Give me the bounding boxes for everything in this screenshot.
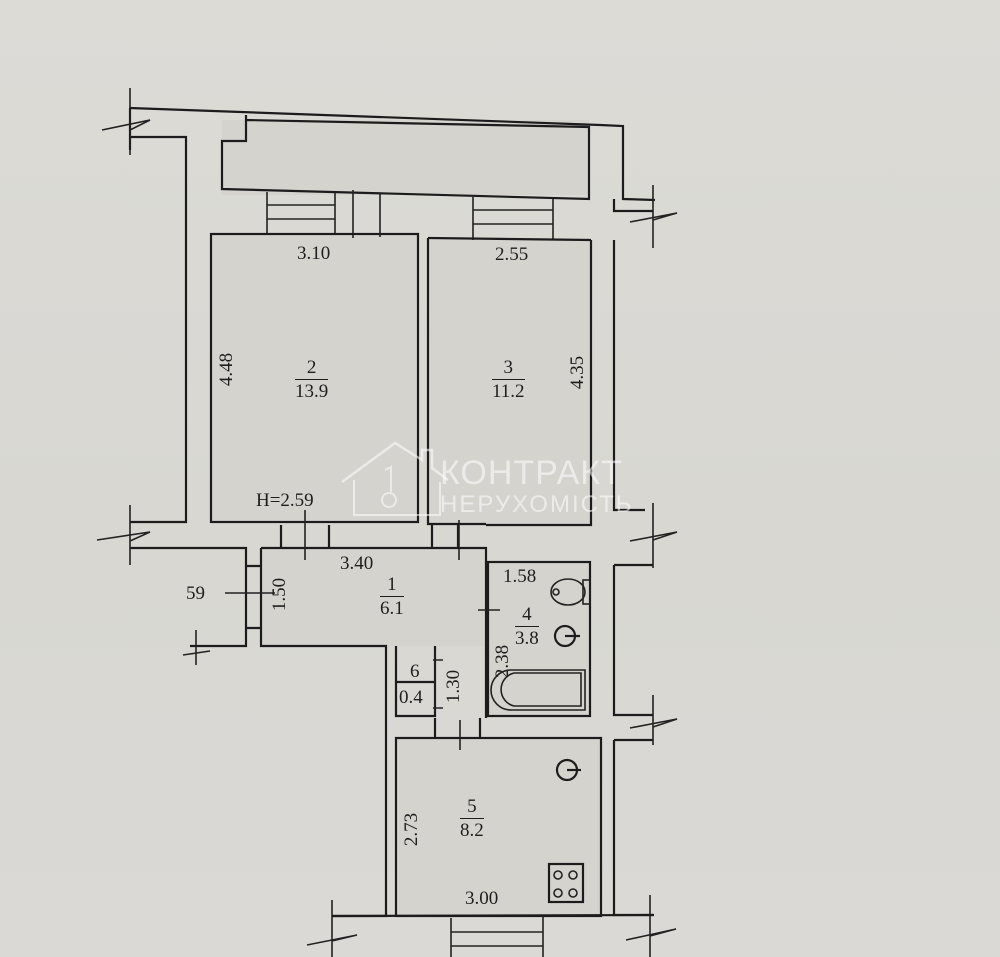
dim-room3-width: 2.55 (495, 244, 529, 265)
dim-room3-length: 4.35 (567, 355, 589, 390)
room-6-number: 6 (410, 661, 420, 682)
watermark-line2: НЕРУХОМІСТЬ (440, 491, 634, 518)
ceiling-height: H=2.59 (256, 490, 314, 511)
room-5-area: 8.2 (460, 820, 484, 841)
room-4-area: 3.8 (515, 628, 539, 649)
dim-closet-length: 1.30 (443, 669, 465, 704)
room-6-area: 0.4 (399, 687, 423, 708)
room-3-area: 11.2 (492, 381, 525, 402)
room-5-label: 5 8.2 (460, 797, 484, 840)
dim-wall-59: 59 (186, 583, 205, 604)
dim-room2-length: 4.48 (216, 352, 238, 387)
room-2-label: 2 13.9 (295, 358, 329, 402)
room-1-area: 6.1 (380, 598, 404, 619)
room-4-number: 4 (515, 605, 539, 627)
room-3-label: 3 11.2 (492, 358, 525, 401)
kitchen-sink-icon (555, 758, 585, 782)
washbasin-icon (553, 624, 583, 648)
room-3-number: 3 (492, 358, 525, 380)
room-1-label: 1 6.1 (380, 575, 404, 618)
room-4-label: 4 3.8 (515, 605, 539, 648)
watermark-line1: КОНТРАКТ (440, 454, 623, 492)
room-2-area: 13.9 (295, 381, 329, 402)
dim-kitchen-length: 2.73 (401, 812, 423, 847)
room-1-number: 1 (380, 575, 404, 597)
bathtub-icon (491, 668, 587, 712)
dim-room2-width: 3.10 (297, 243, 331, 264)
dim-hall-width: 3.40 (340, 553, 374, 574)
dim-hall-depth: 1.50 (269, 577, 291, 612)
room-5-number: 5 (460, 797, 484, 819)
dim-kitchen-width: 3.00 (465, 888, 499, 909)
stove-icon (549, 864, 583, 902)
room-2-number: 2 (295, 358, 329, 380)
toilet-icon (549, 578, 591, 606)
dim-bath-width: 1.58 (503, 566, 537, 587)
